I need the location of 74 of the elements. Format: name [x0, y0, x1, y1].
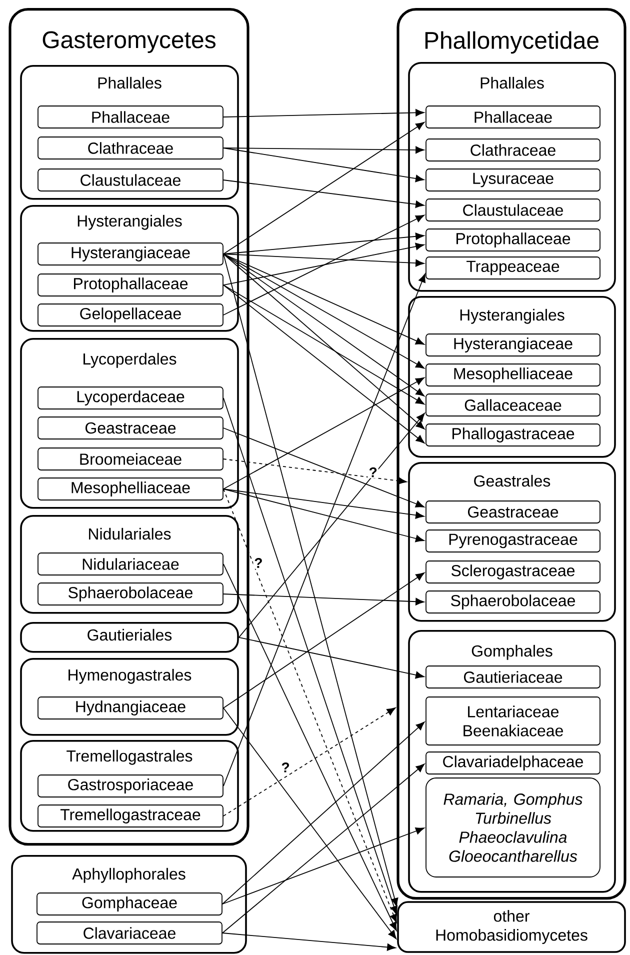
family-box: Hydnangiaceae: [38, 696, 224, 720]
arrow: [238, 412, 425, 638]
family-box: Clavariadelphaceae: [426, 752, 600, 774]
arrow: [223, 148, 424, 182]
family-box: Geastraceae: [426, 500, 600, 524]
family-box: Clathraceae: [38, 136, 224, 160]
arrow: [223, 109, 424, 118]
arrow: [222, 932, 396, 951]
arrow: [223, 594, 424, 606]
family-box: Hysterangiaceae: [38, 242, 224, 266]
arrow: [223, 254, 398, 907]
arrow: [223, 146, 424, 154]
arrow: [238, 636, 424, 679]
arrow: [222, 722, 425, 904]
arrow: [223, 254, 425, 396]
arrow: [223, 274, 426, 786]
family-box: Sphaerobolaceae: [38, 582, 224, 606]
arrow: [223, 254, 424, 345]
arrow: [223, 708, 396, 940]
family-box: Geastraceae: [38, 416, 224, 440]
family-box: Mesophelliaceae: [426, 364, 600, 386]
arrow: [223, 428, 424, 508]
arrow: [223, 122, 425, 254]
arrow: [223, 180, 424, 208]
family-box: Phallaceae: [426, 106, 600, 128]
arrow: [223, 284, 425, 444]
family-box: Lentariaceae Beenakiaceae: [426, 696, 600, 746]
edge-label: ?: [280, 762, 291, 774]
family-box: Gallaceaceae: [426, 394, 600, 416]
family-box: Claustulaceae: [426, 198, 600, 222]
family-box: Lycoperdaceae: [38, 386, 224, 410]
family-box: Clavariaceae: [36, 922, 222, 944]
arrow: [223, 398, 398, 915]
group-box: Gautieriales: [20, 622, 239, 653]
family-box: Sclerogastraceae: [426, 560, 600, 584]
edge-label: ?: [368, 466, 378, 478]
family-box: Gomphaceae: [36, 892, 222, 916]
family-box: Protophallaceae: [38, 274, 224, 296]
family-box: Clathraceae: [426, 138, 600, 162]
family-box: Tremellogastraceae: [38, 804, 224, 828]
arrow: [223, 488, 424, 519]
family-box: Gautieriaceae: [426, 666, 600, 688]
family-box: Sphaerobolaceae: [426, 590, 600, 614]
arrow: [223, 242, 424, 286]
edge-label: ?: [253, 557, 264, 569]
arrow: [223, 708, 396, 816]
family-box: Broomeiaceae: [38, 448, 224, 470]
arrow: [222, 827, 424, 904]
family-box: Phallaceae: [38, 106, 224, 128]
family-box: Gastrosporiaceae: [38, 774, 224, 798]
arrow: [223, 458, 407, 484]
arrow: [223, 572, 425, 708]
family-box: Nidulariaceae: [38, 552, 224, 576]
family-box: Claustulaceae: [38, 168, 224, 192]
arrow: [223, 254, 424, 369]
arrow: [223, 488, 424, 542]
family-box: Mesophelliaceae: [38, 478, 224, 500]
arrow: [223, 254, 424, 267]
arrow: [223, 377, 424, 490]
family-box: Trappeaceae: [426, 256, 600, 280]
family-box: Protophallaceae: [426, 228, 600, 252]
family-box: Hysterangiaceae: [426, 334, 600, 356]
family-box: Gelopellaceae: [38, 304, 224, 326]
arrow: [222, 764, 425, 934]
arrow: [223, 284, 424, 405]
family-box: other Homobasidiomycetes: [397, 901, 626, 953]
arrow: [223, 254, 425, 430]
family-box: Lysuraceae: [426, 168, 600, 192]
arrow: [223, 488, 397, 923]
arrow: [223, 564, 397, 931]
family-box: Phallogastraceae: [426, 424, 600, 446]
family-box: Pyrenogastraceae: [426, 530, 600, 552]
arrow: [223, 214, 424, 316]
family-box: Ramaria, Gomphus Turbinellus Phaeoclavulina Gloeocantharellus: [426, 778, 600, 878]
